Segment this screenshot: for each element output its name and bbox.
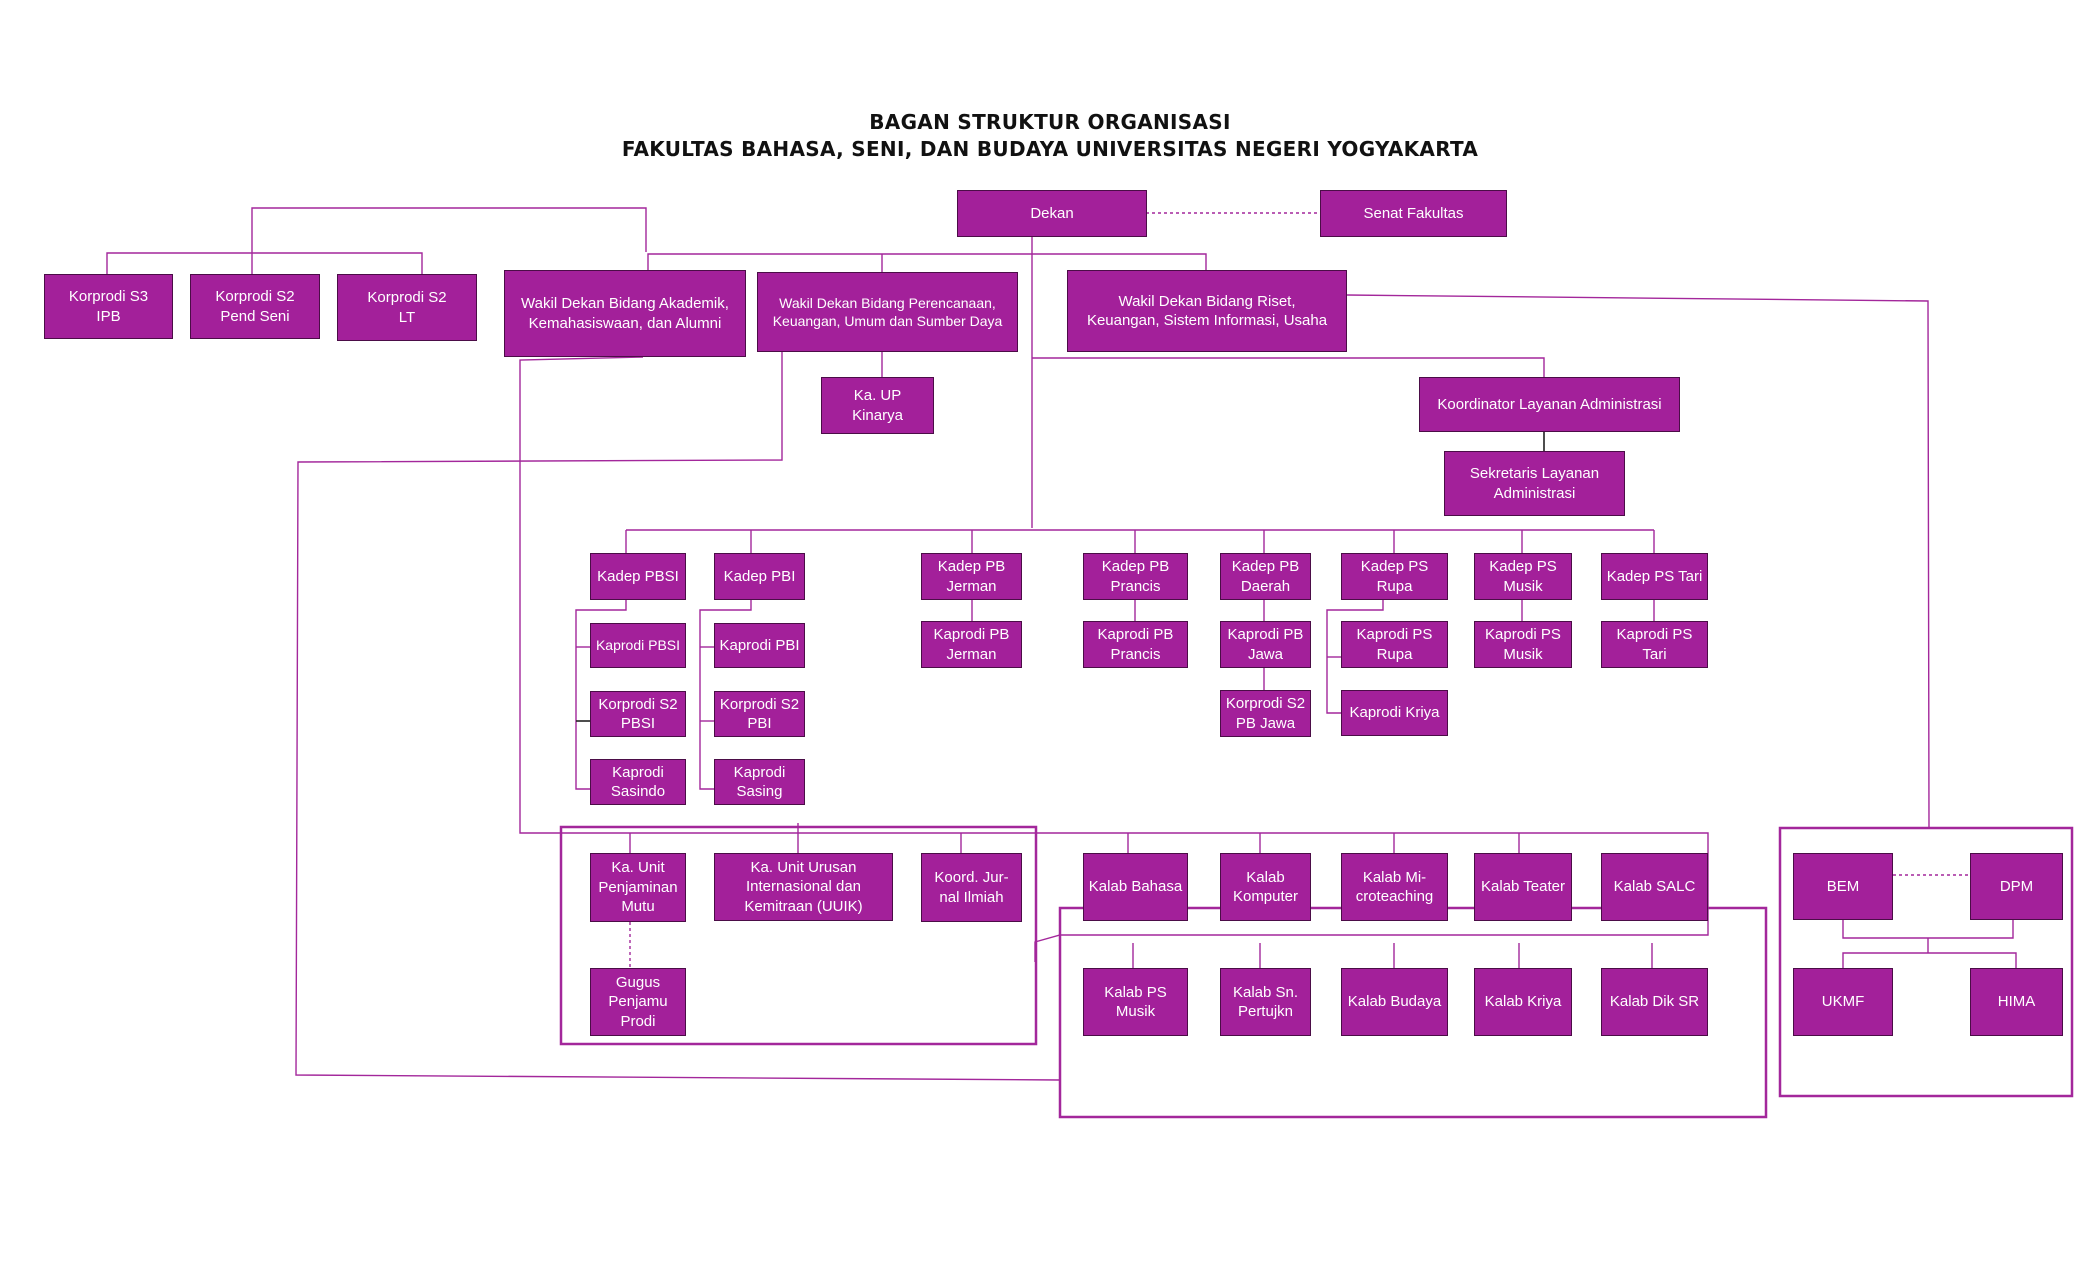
- node-bem: BEM: [1793, 853, 1893, 920]
- node-kaprodi-pb-prancis: Kaprodi PB Prancis: [1083, 621, 1188, 668]
- node-kaprodi-pb-jawa: Kaprodi PB Jawa: [1220, 621, 1311, 668]
- node-kalab-teater: Kalab Teater: [1474, 853, 1572, 921]
- node-wd-akademik: Wakil Dekan Bidang Akademik, Kemahasiswa…: [504, 270, 746, 357]
- node-kalab-komputer: Kalab Komputer: [1220, 853, 1311, 921]
- node-kalab-ps-musik: Kalab PS Musik: [1083, 968, 1188, 1036]
- akademik-unit-link: [519, 356, 1709, 962]
- perencanaan-lab-link: [295, 352, 1061, 1081]
- node-ka-unit-penjaminan-mutu: Ka. Unit Penjaminan Mutu: [590, 853, 686, 922]
- node-kaprodi-sasindo: Kaprodi Sasindo: [590, 759, 686, 805]
- riset-student-link: [1346, 294, 1930, 828]
- node-wd-riset: Wakil Dekan Bidang Riset, Keuangan, Sist…: [1067, 270, 1347, 352]
- node-kaprodi-pbi: Kaprodi PBI: [714, 623, 805, 668]
- node-kalab-microteaching: Kalab Mi- croteaching: [1341, 853, 1448, 921]
- student-link: [1842, 920, 2014, 939]
- chart-title: BAGAN STRUKTUR ORGANISASI: [869, 110, 1231, 134]
- node-hima: HIMA: [1970, 968, 2063, 1036]
- node-kadep-pbsi: Kadep PBSI: [590, 553, 686, 600]
- node-kalab-salc: Kalab SALC: [1601, 853, 1708, 921]
- node-dpm: DPM: [1970, 853, 2063, 920]
- wd-bar: [647, 253, 1207, 272]
- korprodi-link: [251, 207, 647, 253]
- node-senat-fakultas: Senat Fakultas: [1320, 190, 1507, 237]
- node-koord-jurnal-ilmiah: Koord. Jur- nal Ilmiah: [921, 853, 1022, 922]
- node-kalab-sn-pertujkn: Kalab Sn. Pertujkn: [1220, 968, 1311, 1036]
- rupa-link: [1326, 600, 1384, 714]
- node-kaprodi-ps-rupa: Kaprodi PS Rupa: [1341, 621, 1448, 668]
- node-kadep-ps-musik: Kadep PS Musik: [1474, 553, 1572, 600]
- korprodi-link: [106, 252, 423, 274]
- student-org-frame: [1778, 826, 2074, 1098]
- node-korprodi-s2-pb-jawa: Korprodi S2 PB Jawa: [1220, 690, 1311, 737]
- node-kaprodi-pbsi: Kaprodi PBSI: [590, 623, 686, 668]
- node-kadep-pb-jerman: Kadep PB Jerman: [921, 553, 1022, 600]
- node-kalab-dik-sr: Kalab Dik SR: [1601, 968, 1708, 1036]
- node-ka-unit-uuik: Ka. Unit Urusan Internasional dan Kemitr…: [714, 853, 893, 921]
- node-gugus-penjamu-prodi: Gugus Penjamu Prodi: [590, 968, 686, 1036]
- node-kadep-pb-prancis: Kadep PB Prancis: [1083, 553, 1188, 600]
- node-ukmf: UKMF: [1793, 968, 1893, 1036]
- node-korprodi-s3-ipb: Korprodi S3 IPB: [44, 274, 173, 339]
- node-kaprodi-sasing: Kaprodi Sasing: [714, 759, 805, 805]
- node-korprodi-s2-pbsi: Korprodi S2 PBSI: [590, 691, 686, 737]
- node-kadep-pb-daerah: Kadep PB Daerah: [1220, 553, 1311, 600]
- node-korprodi-s2-pend-seni: Korprodi S2 Pend Seni: [190, 274, 320, 339]
- student-link: [1842, 952, 2017, 968]
- pbi-link: [699, 600, 752, 790]
- node-kalab-kriya: Kalab Kriya: [1474, 968, 1572, 1036]
- node-kaprodi-ps-musik: Kaprodi PS Musik: [1474, 621, 1572, 668]
- node-korprodi-s2-pbi: Korprodi S2 PBI: [714, 691, 805, 737]
- pbsi-link: [575, 600, 627, 790]
- layanan-link: [1032, 357, 1545, 377]
- node-kalab-budaya: Kalab Budaya: [1341, 968, 1448, 1036]
- node-kadep-pbi: Kadep PBI: [714, 553, 805, 600]
- node-kadep-ps-rupa: Kadep PS Rupa: [1341, 553, 1448, 600]
- node-korprodi-s2-lt: Korprodi S2 LT: [337, 274, 477, 341]
- node-koordinator-layanan: Koordinator Layanan Administrasi: [1419, 377, 1680, 432]
- node-dekan: Dekan: [957, 190, 1147, 237]
- node-kaprodi-pb-jerman: Kaprodi PB Jerman: [921, 621, 1022, 668]
- node-wd-perencanaan: Wakil Dekan Bidang Perencanaan, Keuangan…: [757, 272, 1018, 352]
- node-ka-up-kinarya: Ka. UP Kinarya: [821, 377, 934, 434]
- node-sekretaris-layanan: Sekretaris Layanan Administrasi: [1444, 451, 1625, 516]
- node-kalab-bahasa: Kalab Bahasa: [1083, 853, 1188, 921]
- node-kaprodi-kriya: Kaprodi Kriya: [1341, 690, 1448, 736]
- chart-subtitle: FAKULTAS BAHASA, SENI, DAN BUDAYA UNIVER…: [621, 137, 1479, 161]
- node-kadep-ps-tari: Kadep PS Tari: [1601, 553, 1708, 600]
- node-kaprodi-ps-tari: Kaprodi PS Tari: [1601, 621, 1708, 668]
